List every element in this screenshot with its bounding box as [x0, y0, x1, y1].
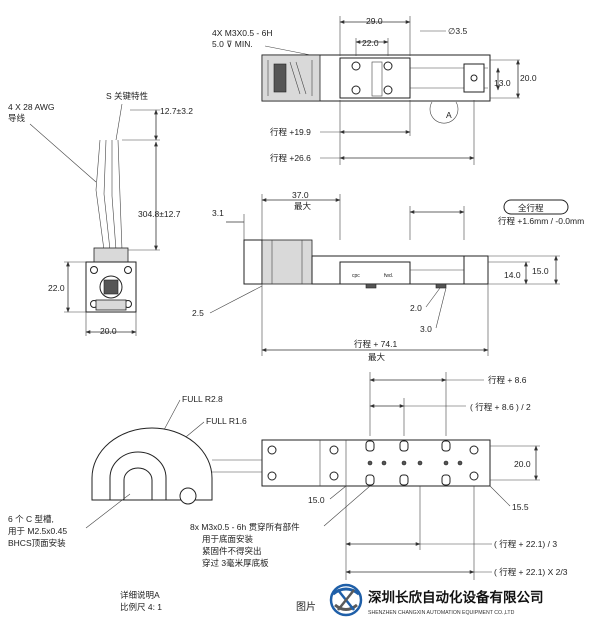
bottom-note-1: 8x M3x0.5 - 6h 贯穿所有部件	[190, 522, 300, 532]
end-view: 4 X 28 AWG 导线 S 关键特性 12.7±3.2 304.8±12.7…	[8, 91, 193, 336]
svg-text:cpc: cpc	[352, 273, 360, 279]
dim-304-8: 304.8±12.7	[138, 209, 181, 219]
wire-spec-line2: 导线	[8, 113, 26, 123]
motor-side	[261, 239, 313, 285]
label-full-r2-8: FULL R2.8	[182, 394, 223, 404]
top-view: 4X M3X0.5 - 6H 5.0 ⊽ MIN. A 29.0 22.0	[212, 16, 537, 165]
wire-spec-line1: 4 X 28 AWG	[8, 102, 54, 112]
detail-marker-a: A	[446, 110, 452, 120]
label-full-r1-6-text: FULL R1.6	[206, 416, 247, 426]
full-stroke-box	[503, 199, 569, 215]
dim-diameter: ∅3.5	[448, 26, 467, 36]
bottom-note-2: 用于底面安装	[202, 534, 254, 544]
dim-3-0: 3.0	[420, 324, 432, 334]
dim-13: 13.0	[494, 78, 511, 88]
dim-2-0: 2.0	[410, 303, 422, 313]
stroke-74-1-max: 最大	[368, 352, 386, 362]
c-slot	[109, 451, 167, 501]
dim-37-max: 最大	[294, 201, 312, 211]
carriage-side	[339, 261, 411, 285]
stroke-8-6-half: ( 行程 + 8.6 ) / 2	[470, 402, 531, 412]
company-logo-icon	[329, 583, 363, 617]
dim-20-bottom: 20.0	[514, 459, 531, 469]
dim-29: 29.0	[366, 16, 383, 26]
bottom-note-3: 紧固件不得突出	[202, 546, 262, 556]
bottom-note-4: 穿过 3毫米厚底板	[202, 558, 269, 568]
base-bottom	[261, 439, 491, 487]
company-name-en: SHENZHEN CHANGXIN AUTOMATION EQUIPMENT C…	[368, 610, 515, 616]
dim-15-5: 15.5	[512, 502, 529, 512]
dim-15-bottom: 15.0	[308, 495, 325, 505]
slot-note-3: BHCS顶面安装	[8, 538, 66, 548]
dim-37: 37.0	[292, 190, 309, 200]
dim-12-7: 12.7±3.2	[160, 106, 193, 116]
dim-22-end: 22.0	[48, 283, 65, 293]
carriage-top	[339, 57, 411, 99]
dim-15: 15.0	[532, 266, 549, 276]
hole-spec-line1: 4X M3X0.5 - 6H	[212, 28, 272, 38]
svg-text:fwd.: fwd.	[384, 273, 393, 279]
detail-a: FULL R2.8 FULL R1.6 6 个 C 型槽, 用于 M2.5x0.…	[8, 394, 360, 612]
side-view: 37.0 最大 3.1 全行程 行程 +1.6mm / -0.0mm cpc f…	[192, 190, 584, 362]
detail-scale: 比例尺 4: 1	[120, 602, 162, 612]
stroke-22-1-third: ( 行程 + 22.1) / 3	[494, 539, 557, 549]
dim-14: 14.0	[504, 270, 521, 280]
company-name-cn: 深圳长欣自动化设备有限公司	[368, 589, 544, 605]
bottom-view: 行程 + 8.6 ( 行程 + 8.6 ) / 2 20.0 15.0 15.5…	[190, 372, 568, 580]
stroke-26-6: 行程 +26.6	[270, 153, 311, 163]
figure-label: 图片	[296, 600, 316, 613]
stroke-74-1: 行程 + 74.1	[354, 339, 398, 349]
stroke-8-6: 行程 + 8.6	[488, 375, 527, 385]
dim-20-top: 20.0	[520, 73, 537, 83]
dim-2-5: 2.5	[192, 308, 204, 318]
detail-caption: 详细说明A	[120, 590, 160, 600]
motor-block-top	[261, 54, 321, 102]
dim-22: 22.0	[362, 38, 379, 48]
full-stroke-label: 全行程	[518, 203, 544, 213]
stroke-tolerance: 行程 +1.6mm / -0.0mm	[498, 216, 584, 226]
hole-spec-line2: 5.0 ⊽ MIN.	[212, 39, 253, 49]
key-feature: S 关键特性	[106, 91, 149, 101]
slot-note-2: 用于 M2.5x0.45	[8, 526, 67, 536]
dim-20-end: 20.0	[100, 326, 117, 336]
slot-note-1: 6 个 C 型槽,	[8, 514, 54, 524]
stroke-19-9: 行程 +19.9	[270, 127, 311, 137]
dim-3-1: 3.1	[212, 208, 224, 218]
company-footer: 图片 深圳长欣自动化设备有限公司 SHENZHEN CHANGXIN AUTOM…	[296, 583, 544, 617]
stroke-22-1-two-thirds: ( 行程 + 22.1) X 2/3	[494, 567, 568, 577]
